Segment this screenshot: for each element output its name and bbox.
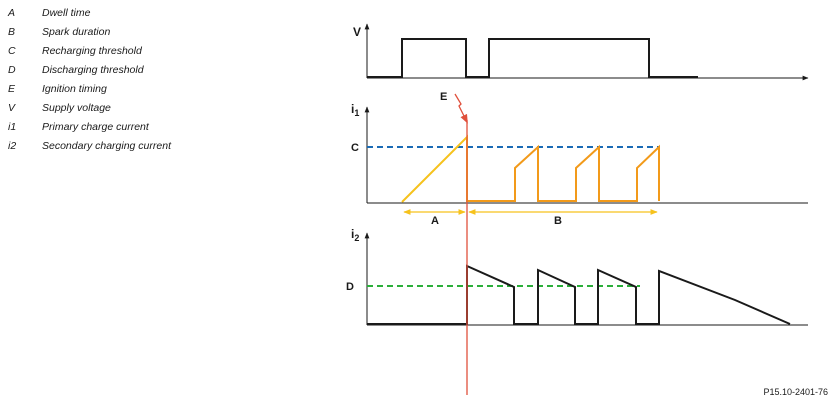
recharging-threshold-marker: C — [351, 142, 359, 154]
legend-key: C — [8, 45, 16, 57]
legend-item-recharging-threshold: C Recharging threshold — [8, 42, 142, 60]
secondary-current-trace — [367, 264, 791, 325]
figure-id: P15.10-2401-76 — [763, 387, 828, 397]
legend-key: E — [8, 83, 16, 95]
voltage-trace — [367, 38, 698, 78]
i2-axis-label: i2 — [351, 227, 359, 243]
legend-item-spark-duration: B Spark duration — [8, 23, 110, 41]
secondary-current-plot: i2 D — [346, 227, 808, 326]
legend-item-secondary-charging-current: i2 Secondary charging current — [8, 137, 171, 155]
legend-item-primary-charge-current: i1 Primary charge current — [8, 118, 149, 136]
ignition-timing-marker: E — [440, 91, 447, 103]
i1-axis-label: i1 — [351, 102, 359, 118]
legend-key: D — [8, 64, 16, 76]
spark-duration-marker: B — [554, 215, 562, 227]
i2-axis-sub: 2 — [354, 233, 359, 243]
legend: A Dwell time B Spark duration C Rechargi… — [0, 0, 330, 170]
legend-key: i1 — [8, 121, 17, 133]
dwell-time-marker: A — [431, 215, 439, 227]
legend-text: Primary charge current — [42, 121, 149, 133]
i1-axis-sub: 1 — [354, 108, 359, 118]
ignition-timing: E — [440, 91, 468, 395]
legend-text: Supply voltage — [42, 102, 111, 114]
legend-text: Discharging threshold — [42, 64, 144, 76]
discharging-threshold-marker: D — [346, 281, 354, 293]
voltage-plot: V — [353, 23, 809, 81]
legend-item-dwell-time: A Dwell time — [8, 4, 90, 22]
primary-current-plot: i1 C A B — [351, 102, 808, 227]
legend-item-ignition-timing: E Ignition timing — [8, 80, 107, 98]
recharge-sawtooth — [468, 144, 660, 202]
legend-text: Recharging threshold — [42, 45, 142, 57]
legend-text: Secondary charging current — [42, 140, 171, 152]
legend-item-discharging-threshold: D Discharging threshold — [8, 61, 144, 79]
legend-text: Ignition timing — [42, 83, 107, 95]
legend-key: V — [8, 102, 16, 114]
voltage-axis-label: V — [353, 25, 361, 39]
legend-item-supply-voltage: V Supply voltage — [8, 99, 111, 117]
i2-axis-main: i — [351, 227, 354, 241]
legend-key: B — [8, 26, 16, 38]
i1-axis-main: i — [351, 102, 354, 116]
ignition-spark-icon — [454, 93, 468, 124]
legend-key: i2 — [8, 140, 17, 152]
legend-key: A — [8, 7, 16, 19]
legend-text: Spark duration — [42, 26, 111, 38]
legend-text: Dwell time — [42, 7, 91, 19]
